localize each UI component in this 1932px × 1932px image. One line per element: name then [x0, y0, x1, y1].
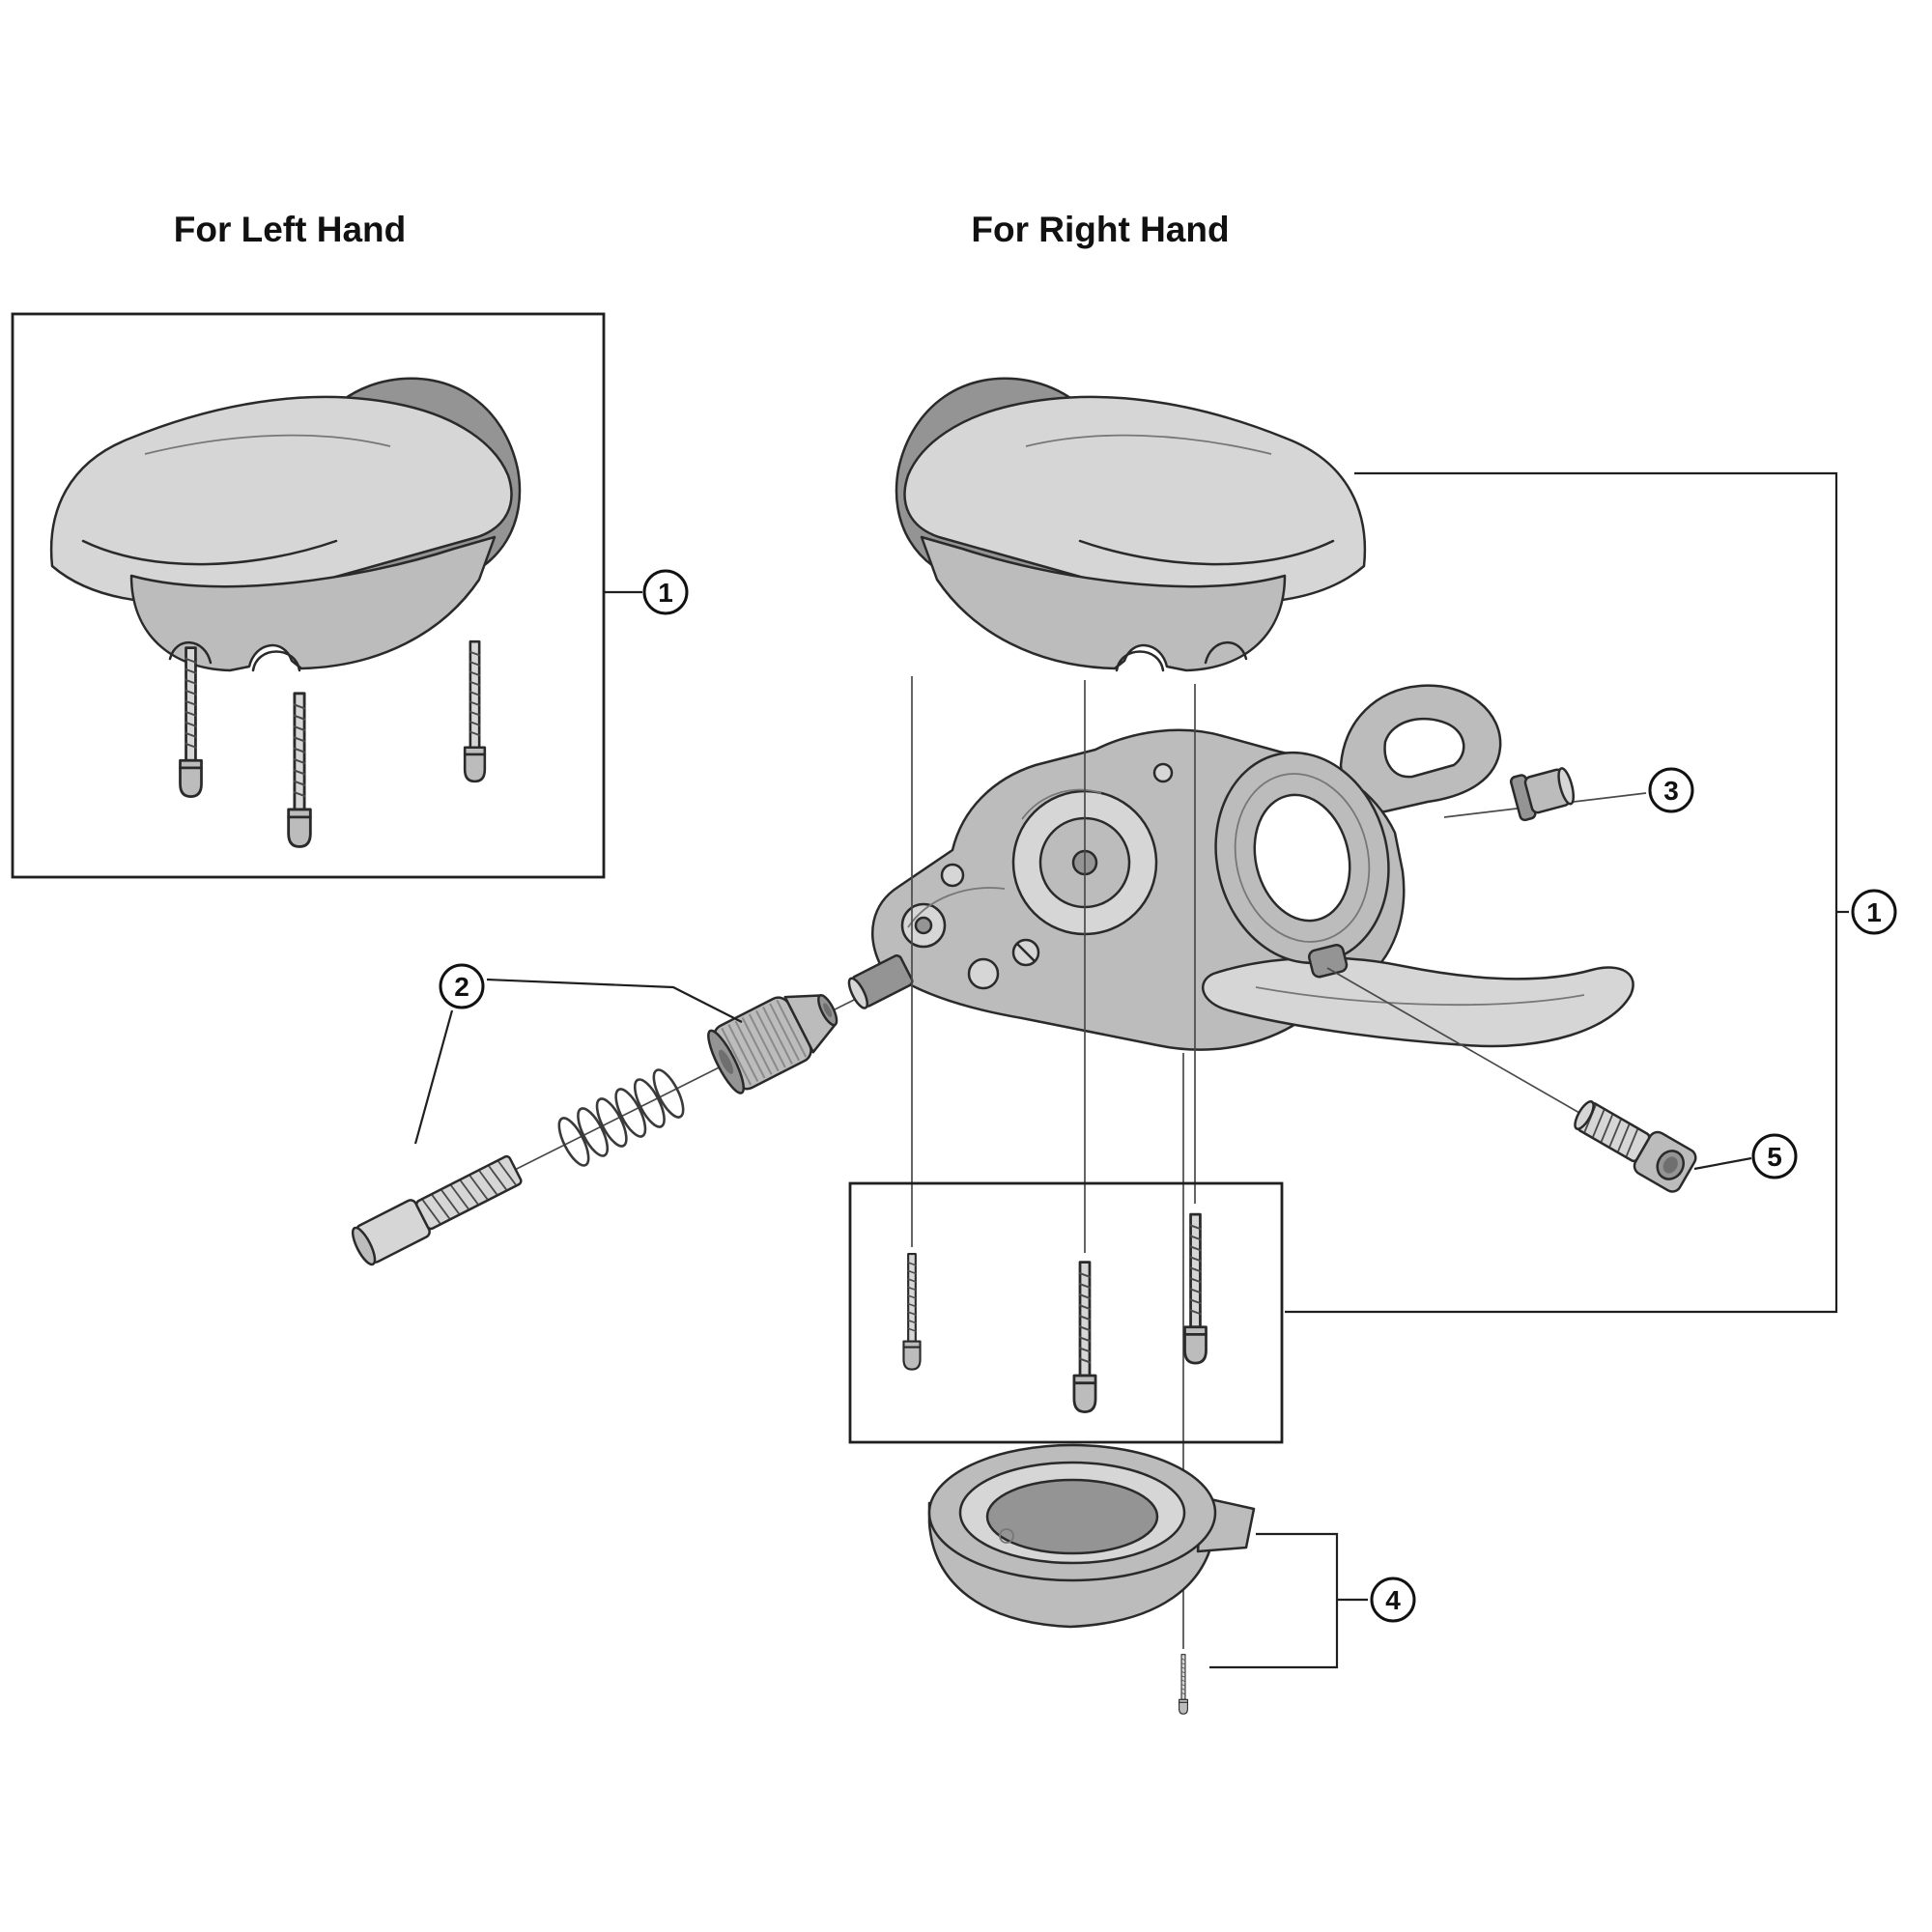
- callout-4: 4: [1370, 1577, 1416, 1623]
- left-screw-1: [179, 646, 203, 798]
- callout-2-leader-b: [413, 1009, 454, 1145]
- callout-1-right: 1: [1851, 889, 1897, 935]
- svg-text:4: 4: [1385, 1585, 1401, 1615]
- left-parts-box: [11, 312, 606, 879]
- thumb-lever-ridge: [1255, 986, 1585, 1007]
- right-cover: [895, 377, 1367, 672]
- callout-1-left: 1: [642, 569, 689, 615]
- clamp-bolt-lug: [1307, 944, 1349, 979]
- callout-1-right-bracket: [1285, 471, 1838, 1314]
- title-left-hand: For Left Hand: [174, 210, 406, 249]
- callout-3: 3: [1648, 767, 1694, 813]
- clamp-bolt-guide-line: [1326, 967, 1587, 1118]
- clamp-bolt: [1574, 1100, 1697, 1193]
- right-screw-3: [1183, 1212, 1208, 1365]
- adjuster-bolt: [351, 1154, 523, 1266]
- svg-text:1: 1: [1866, 897, 1882, 927]
- callout-4-bracket: [1209, 1532, 1339, 1669]
- cable-nose: [847, 954, 914, 1009]
- adjuster-spring: [557, 1068, 685, 1167]
- svg-text:3: 3: [1663, 776, 1679, 806]
- callout-5-leader: [1693, 1156, 1752, 1171]
- svg-text:2: 2: [454, 972, 469, 1002]
- left-cover: [49, 377, 522, 672]
- svg-text:1: 1: [658, 578, 673, 608]
- right-screws-box: [848, 1181, 1284, 1444]
- title-right-hand: For Right Hand: [971, 210, 1229, 249]
- left-screw-3: [463, 639, 487, 783]
- callout-2-leader-a: [486, 978, 743, 1023]
- clamp-band: [1214, 751, 1390, 979]
- bottom-screw: [1178, 1653, 1189, 1716]
- adjuster-barrel: [707, 994, 838, 1094]
- bottom-cover: [927, 1443, 1256, 1629]
- callout-5: 5: [1751, 1133, 1798, 1179]
- callout-2: 2: [439, 963, 485, 1009]
- cap-part: [1509, 767, 1576, 822]
- thumb-lever: [1202, 956, 1634, 1048]
- right-screw-1: [902, 1252, 922, 1371]
- svg-text:5: 5: [1767, 1142, 1782, 1172]
- left-screw-2: [287, 692, 312, 848]
- right-screw-2: [1072, 1261, 1097, 1413]
